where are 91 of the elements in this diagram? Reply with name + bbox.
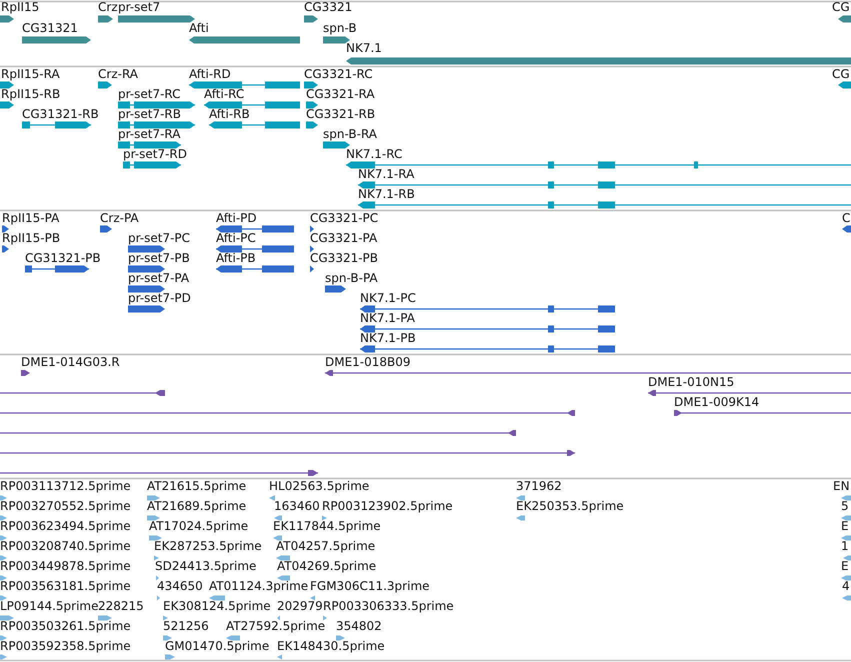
gene-name: RpII15 — [1, 1, 40, 14]
est-name: 228215 — [98, 600, 144, 613]
protein-name: Crz-PA — [100, 212, 139, 225]
clone-name: DME1-009K14 — [674, 396, 760, 409]
est-name: AT21615.5prime — [147, 480, 246, 493]
est-name: E — [841, 520, 849, 533]
est-name: EK308124.5prime — [163, 600, 271, 613]
transcript-name: CG3321-RC — [304, 68, 373, 81]
clone-name: DME1-014G03.R — [21, 356, 120, 369]
est-name: RP003123902.5prime — [322, 500, 453, 513]
transcript-name: RpII15-RB — [1, 88, 60, 101]
est-name: GM01470.5prime — [165, 640, 270, 653]
gene-name: NK7.1 — [346, 42, 382, 55]
protein-name: Afti-PB — [216, 252, 256, 265]
est-name: 5 — [841, 500, 849, 513]
protein-name: C — [842, 212, 850, 225]
est-name: RP003113712.5prime — [0, 480, 131, 493]
transcript-name: Afti-RD — [189, 68, 231, 81]
est-name: EK148430.5prime — [277, 640, 385, 653]
transcript-name: CG31321-RB — [22, 108, 99, 121]
transcript-name: CG3321-RB — [306, 108, 376, 121]
gene-name: CG31321 — [22, 22, 78, 35]
protein-name: RpII15-PA — [2, 212, 60, 225]
protein-name: pr-set7-PB — [128, 252, 190, 265]
protein-name: NK7.1-PB — [360, 332, 416, 345]
est-name: AT21689.5prime — [147, 500, 246, 513]
est-name: 521256 — [163, 620, 209, 633]
transcript-name: RpII15-RA — [1, 68, 60, 81]
est-name: EK250353.5prime — [516, 500, 624, 513]
est-name: 1 — [841, 540, 849, 553]
gene-name: Afti — [189, 22, 209, 35]
transcript-name: Crz-RA — [98, 68, 138, 81]
transcript-name: pr-set7-RB — [118, 108, 181, 121]
protein-name: RpII15-PB — [2, 232, 60, 245]
est-name: RP003563181.5prime — [0, 580, 131, 593]
est-name: SD24413.5prime — [155, 560, 256, 573]
transcript-name: CG — [832, 68, 850, 81]
est-name: AT04257.5prime — [276, 540, 376, 553]
protein-name: CG3321-PA — [310, 232, 378, 245]
gene-name: CG — [832, 1, 850, 14]
est-name: RP003306333.5prime — [323, 600, 454, 613]
est-name: RP003503261.5prime — [0, 620, 131, 633]
est-name: 371962 — [516, 480, 562, 493]
protein-name: pr-set7-PC — [128, 232, 190, 245]
transcript-name: NK7.1-RB — [358, 188, 415, 201]
transcript-name: Afti-RC — [204, 88, 244, 101]
transcript-name: CG3321-RA — [306, 88, 375, 101]
transcript-name: NK7.1-RC — [346, 148, 402, 161]
protein-name: Afti-PC — [216, 232, 256, 245]
transcript-name: Afti-RB — [209, 108, 250, 121]
est-name: FGM306C11.3prime — [310, 580, 430, 593]
est-name: AT27592.5prime — [226, 620, 326, 633]
est-name: EN — [833, 480, 850, 493]
est-name: EK287253.5prime — [154, 540, 262, 553]
est-name: RP003592358.5prime — [0, 640, 131, 653]
est-name: AT04269.5prime — [277, 560, 376, 573]
est-name: RP003270552.5prime — [0, 500, 131, 513]
transcript-name: pr-set7-RC — [118, 88, 181, 101]
gene-name: pr-set7 — [118, 1, 160, 14]
est-name: 202979 — [277, 600, 323, 613]
transcript-name: pr-set7-RD — [123, 148, 187, 161]
gene-name: Crz — [98, 1, 118, 14]
est-name: 163460 — [274, 500, 320, 513]
est-name: AT17024.5prime — [149, 520, 248, 533]
transcript-name: pr-set7-RA — [118, 128, 180, 141]
protein-name: Afti-PD — [216, 212, 257, 225]
protein-name: NK7.1-PC — [360, 292, 416, 305]
protein-name: spn-B-PA — [325, 272, 378, 285]
est-name: 434650 — [157, 580, 203, 593]
est-name: 354802 — [336, 620, 382, 633]
protein-name: CG3321-PC — [310, 212, 378, 225]
clone-name: DME1-010N15 — [648, 376, 734, 389]
transcript-name: spn-B-RA — [323, 128, 377, 141]
transcript-name: NK7.1-RA — [358, 168, 414, 181]
est-name: RP003208740.5prime — [0, 540, 131, 553]
gene-name: spn-B — [323, 22, 357, 35]
protein-name: CG3321-PB — [310, 252, 378, 265]
est-name: 4 — [842, 580, 850, 593]
protein-name: pr-set7-PA — [128, 272, 190, 285]
protein-name: NK7.1-PA — [360, 312, 415, 325]
est-name: E — [841, 560, 849, 573]
est-name: RP003449878.5prime — [0, 560, 131, 573]
protein-name: pr-set7-PD — [128, 292, 191, 305]
clone-name: DME1-018B09 — [325, 356, 411, 369]
est-name: HL02563.5prime — [269, 480, 370, 493]
est-name: RP003623494.5prime — [0, 520, 131, 533]
gene-name: CG3321 — [304, 1, 352, 14]
protein-name: CG31321-PB — [25, 252, 101, 265]
est-name: LP09144.5prime — [0, 600, 99, 613]
est-name: EK117844.5prime — [273, 520, 381, 533]
est-name: AT01124.3prime — [209, 580, 308, 593]
